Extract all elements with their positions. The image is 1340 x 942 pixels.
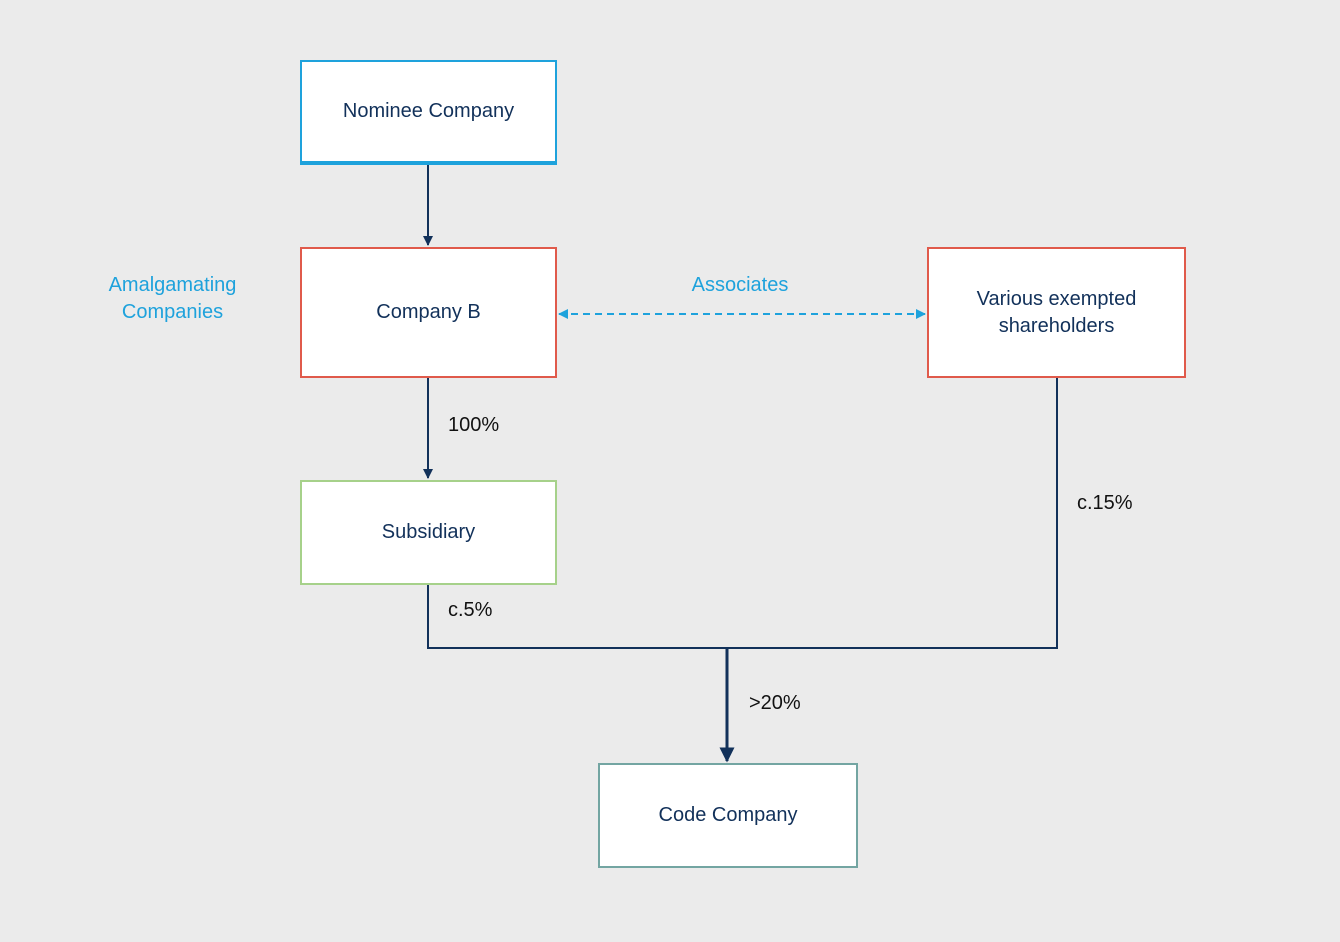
nominee-company-label: Nominee Company (342, 100, 515, 122)
code-company-label: Code Company (658, 804, 798, 826)
various-exempted-shareholders-box: Various exempted shareholders (927, 247, 1186, 378)
subsidiary-ownership-percent: 100% (448, 414, 500, 436)
code-company-box: Code Company (598, 763, 858, 868)
subsidiary-holding-line (427, 585, 727, 649)
various-holding-line (727, 378, 1058, 649)
amalgamating-companies-label: Amalgamating Companies (108, 274, 237, 323)
various-holding-percent: c.15% (1077, 492, 1133, 514)
subsidiary-box: Subsidiary (300, 480, 557, 585)
company-b-label: Company B (376, 301, 481, 323)
combined-holding-percent: >20% (749, 692, 801, 714)
nominee-company-box: Nominee Company (300, 60, 557, 165)
subsidiary-label: Subsidiary (381, 521, 476, 543)
subsidiary-holding-percent: c.5% (448, 599, 493, 621)
associates-label: Associates (691, 274, 789, 296)
company-b-box: Company B (300, 247, 557, 378)
various-exempted-shareholders-label: Various exempted shareholders (976, 287, 1137, 337)
